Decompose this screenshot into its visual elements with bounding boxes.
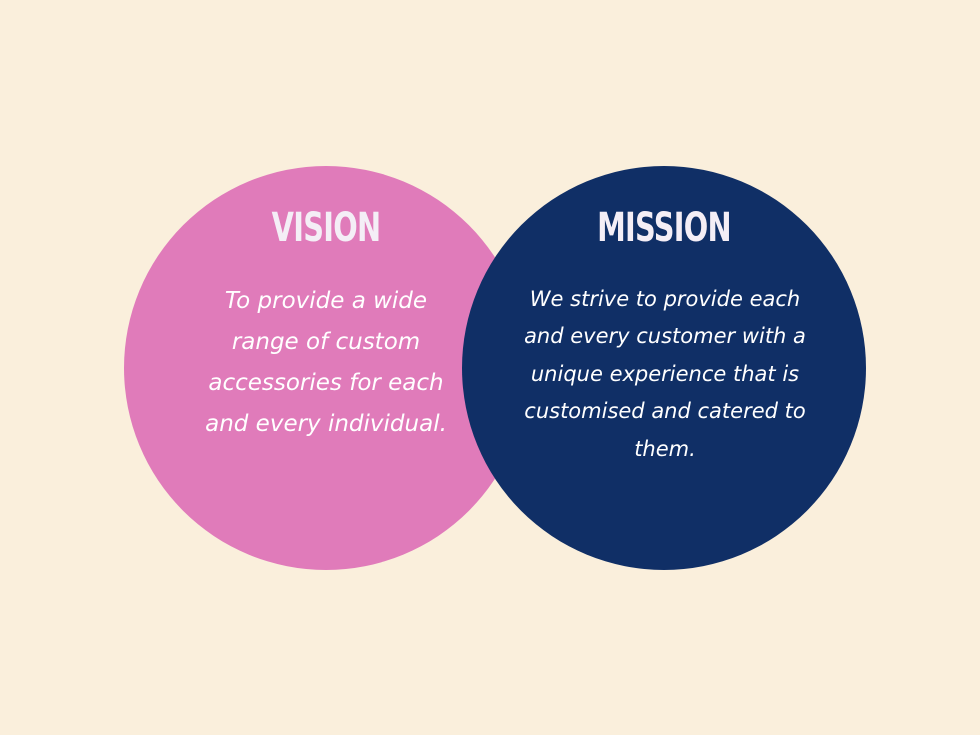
- vision-statement: To provide a wide range of custom access…: [205, 288, 447, 437]
- mission-circle: [462, 166, 866, 570]
- vision-title: VISION: [271, 205, 381, 251]
- vision-circle: [124, 166, 528, 570]
- mission-statement: We strive to provide each and every cust…: [524, 287, 806, 461]
- mission-title: MISSION: [597, 205, 732, 251]
